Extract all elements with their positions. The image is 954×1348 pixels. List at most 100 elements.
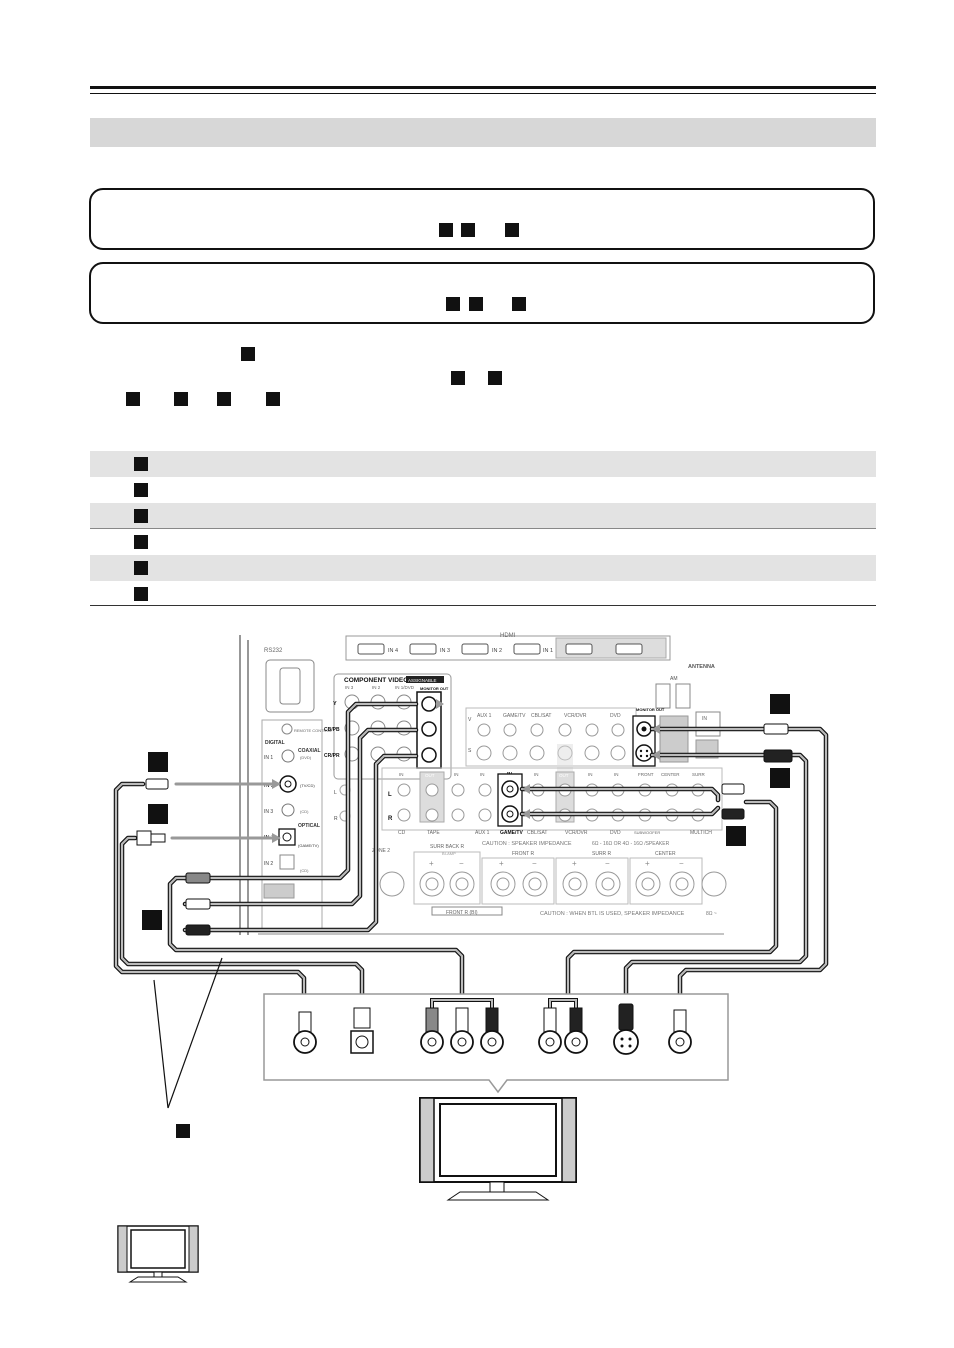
tape-out-label: OUT [425, 773, 435, 778]
audio-r-label: R [388, 816, 393, 822]
plus-sign: + [645, 859, 650, 868]
bottom-aux1-label: AUX 1 [475, 830, 490, 836]
tv-icon [419, 1097, 577, 1201]
hdmi-in1-label: IN 1 [543, 648, 553, 654]
bottom-vcrdvr-label: VCR/DVR [565, 830, 588, 836]
cb-label: CB/PB [324, 727, 340, 733]
digital-label: DIGITAL [265, 740, 285, 746]
y-label: Y [333, 701, 337, 707]
table-row [90, 477, 876, 503]
audio-l-label: L [388, 792, 392, 798]
coax-tvcd-label: (TV/CD) [300, 783, 315, 788]
section-heading-bar [90, 118, 876, 147]
coax-in1-label: IN 1 [264, 755, 273, 761]
diagram-callouts [142, 694, 790, 1138]
comp-in2-label: IN 2 [372, 685, 381, 690]
coaxial-label: COAXIAL [298, 748, 321, 754]
vcr-in-label: IN [588, 772, 593, 777]
row-square-icon [134, 509, 148, 523]
video-v-label: V [468, 717, 472, 723]
ref-square-icon [126, 392, 140, 406]
comp-in1-label: IN 1/DVD [395, 685, 415, 690]
group-cblsat-label: CBL/SAT [531, 713, 551, 719]
table-end-rule [90, 605, 876, 606]
bottom-dvd-label: DVD [610, 830, 621, 836]
rs232-label: RS232 [264, 648, 283, 654]
zone2-label: ZONE 2 [372, 848, 390, 854]
receiver-rear-panel: HDMI IN 4 IN 3 IN 2 IN 1 RS232 REMOTE CO… [239, 633, 727, 935]
cr-label: CR/PR [324, 753, 340, 759]
right-in-label: IN [702, 716, 707, 722]
arrow-heads-right [522, 724, 660, 819]
subwoofer-label: SUBWOOFER [634, 830, 660, 835]
tape-in-label: IN [454, 772, 459, 777]
header-rule-thin [90, 93, 876, 94]
cable-plugs-right [721, 723, 793, 820]
cblsat-in-label: IN [534, 772, 539, 777]
coax-dvd-label: (DVD) [300, 755, 312, 760]
center-speaker-label: CENTER [655, 851, 676, 857]
ref-square-icon [266, 392, 280, 406]
ref-square-icon [505, 223, 519, 237]
component-monitor-out-jacks [421, 696, 437, 763]
hdmi-in2-label: IN 2 [492, 648, 502, 654]
tv-connector-panel [263, 993, 729, 1094]
coax-in2-label: IN 2 [264, 783, 274, 789]
row-square-icon [134, 457, 148, 471]
surr-label: SURR [692, 772, 706, 777]
row-square-icon [134, 483, 148, 497]
front-r-bi-label: FRONT R (BI) [446, 910, 478, 916]
connection-table [90, 451, 876, 607]
cd-in-label: IN [399, 772, 404, 777]
bottom-tape-label: TAPE [427, 830, 440, 836]
left-l-label: L [334, 790, 337, 796]
note-box-1 [89, 188, 875, 250]
table-row [90, 503, 876, 529]
vcr-out-label: OUT [559, 773, 569, 778]
left-r-label: R [334, 816, 338, 822]
ref-square-icon [512, 297, 526, 311]
multich-label: MULTICH [690, 830, 712, 836]
ref-square-icon [446, 297, 460, 311]
bottom-cd-label: CD [398, 830, 406, 836]
small-tv-icon [117, 1225, 199, 1283]
antenna-label: ANTENNA [688, 664, 715, 670]
plus-sign: + [429, 859, 434, 868]
opt-gametv-label: (GAME/TV) [298, 843, 319, 848]
am-label: AM [670, 676, 678, 682]
ref-square-icon [461, 223, 475, 237]
coax-in3-label: IN 3 [264, 809, 273, 815]
component-video-label: COMPONENT VIDEO [344, 677, 408, 684]
hdmi-in3-label: IN 3 [440, 648, 450, 654]
table-row [90, 451, 876, 477]
ref-square-icon [174, 392, 188, 406]
monitor-out-label: MONITOR OUT [420, 686, 449, 691]
hdmi-header: HDMI [500, 633, 516, 639]
ref-square-icon [241, 347, 255, 361]
impedance-values-label: 6Ω - 16Ω OR 4Ω - 16Ω /SPEAKER [592, 841, 670, 847]
table-row [90, 529, 876, 555]
monitor-out-vs-label: MONITOR OUT [636, 707, 665, 712]
hdmi-in4-label: IN 4 [388, 648, 398, 654]
optical-label: OPTICAL [298, 823, 320, 829]
minus-sign: − [679, 859, 684, 868]
comp-in3-label: IN 3 [345, 685, 354, 690]
minus-sign: − [605, 859, 610, 868]
plus-sign: + [572, 859, 577, 868]
note-box-2 [89, 262, 875, 324]
remote-control-label: REMOTE CONTROL [294, 728, 333, 733]
surr-r-label: SURR R [592, 851, 612, 857]
callout-pointer [153, 957, 223, 1109]
group-gametv-label: GAME/TV [503, 713, 526, 719]
opt-in2-label: IN 2 [264, 861, 273, 867]
hdmi-ports: IN 4 IN 3 IN 2 IN 1 [357, 643, 643, 655]
bottom-gametv-label: GAME/TV [500, 830, 523, 836]
ref-square-icon [451, 371, 465, 385]
video-s-label: S [468, 748, 472, 754]
dvd-in-label: IN [614, 772, 619, 777]
front-label: FRONT [638, 772, 654, 777]
surr-back-r-label: SURR BACK R [430, 844, 465, 850]
bottom-cblsat-label: CBL/SAT [527, 830, 547, 836]
row-square-icon [134, 587, 148, 601]
minus-sign: − [459, 859, 464, 868]
